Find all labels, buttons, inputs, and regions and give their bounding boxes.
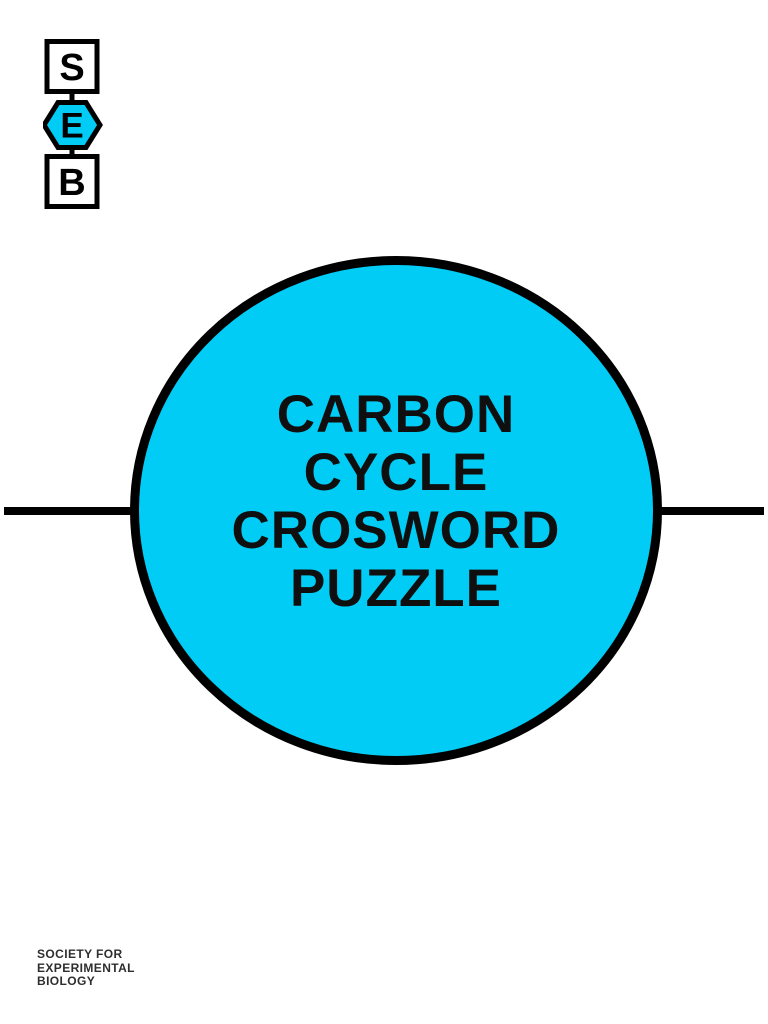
logo-hexagon [43,100,103,150]
title-line-4: PUZZLE [289,558,503,618]
footer-line-2: EXPERIMENTAL [37,960,135,975]
logo-letter-e: E [60,107,83,146]
title-line-1: CARBON [276,384,516,444]
logo-square-b [44,154,100,209]
title-line-3: CROSWORD [231,500,561,560]
footer-line-1: SOCIETY FOR [37,947,123,961]
title-circle-shape [130,256,662,765]
logo-letter-b: B [58,162,85,204]
title-circle [130,256,662,765]
logo-connector-bottom [69,145,75,157]
logo-letter-s: S [59,47,84,89]
title-line-2: CYCLE [303,442,489,502]
page-title: CARBON CYCLE CROSWORD PUZZLE [231,384,561,618]
footer-line-3: BIOLOGY [37,974,96,988]
logo-connector-top [69,92,75,104]
logo-square-s [44,39,100,94]
title-overlay: CARBON CYCLE CROSWORD PUZZLE [130,256,662,765]
footer-wordmark: SOCIETY FOR EXPERIMENTAL BIOLOGY [37,947,135,989]
seb-logo: S E B [43,39,103,209]
